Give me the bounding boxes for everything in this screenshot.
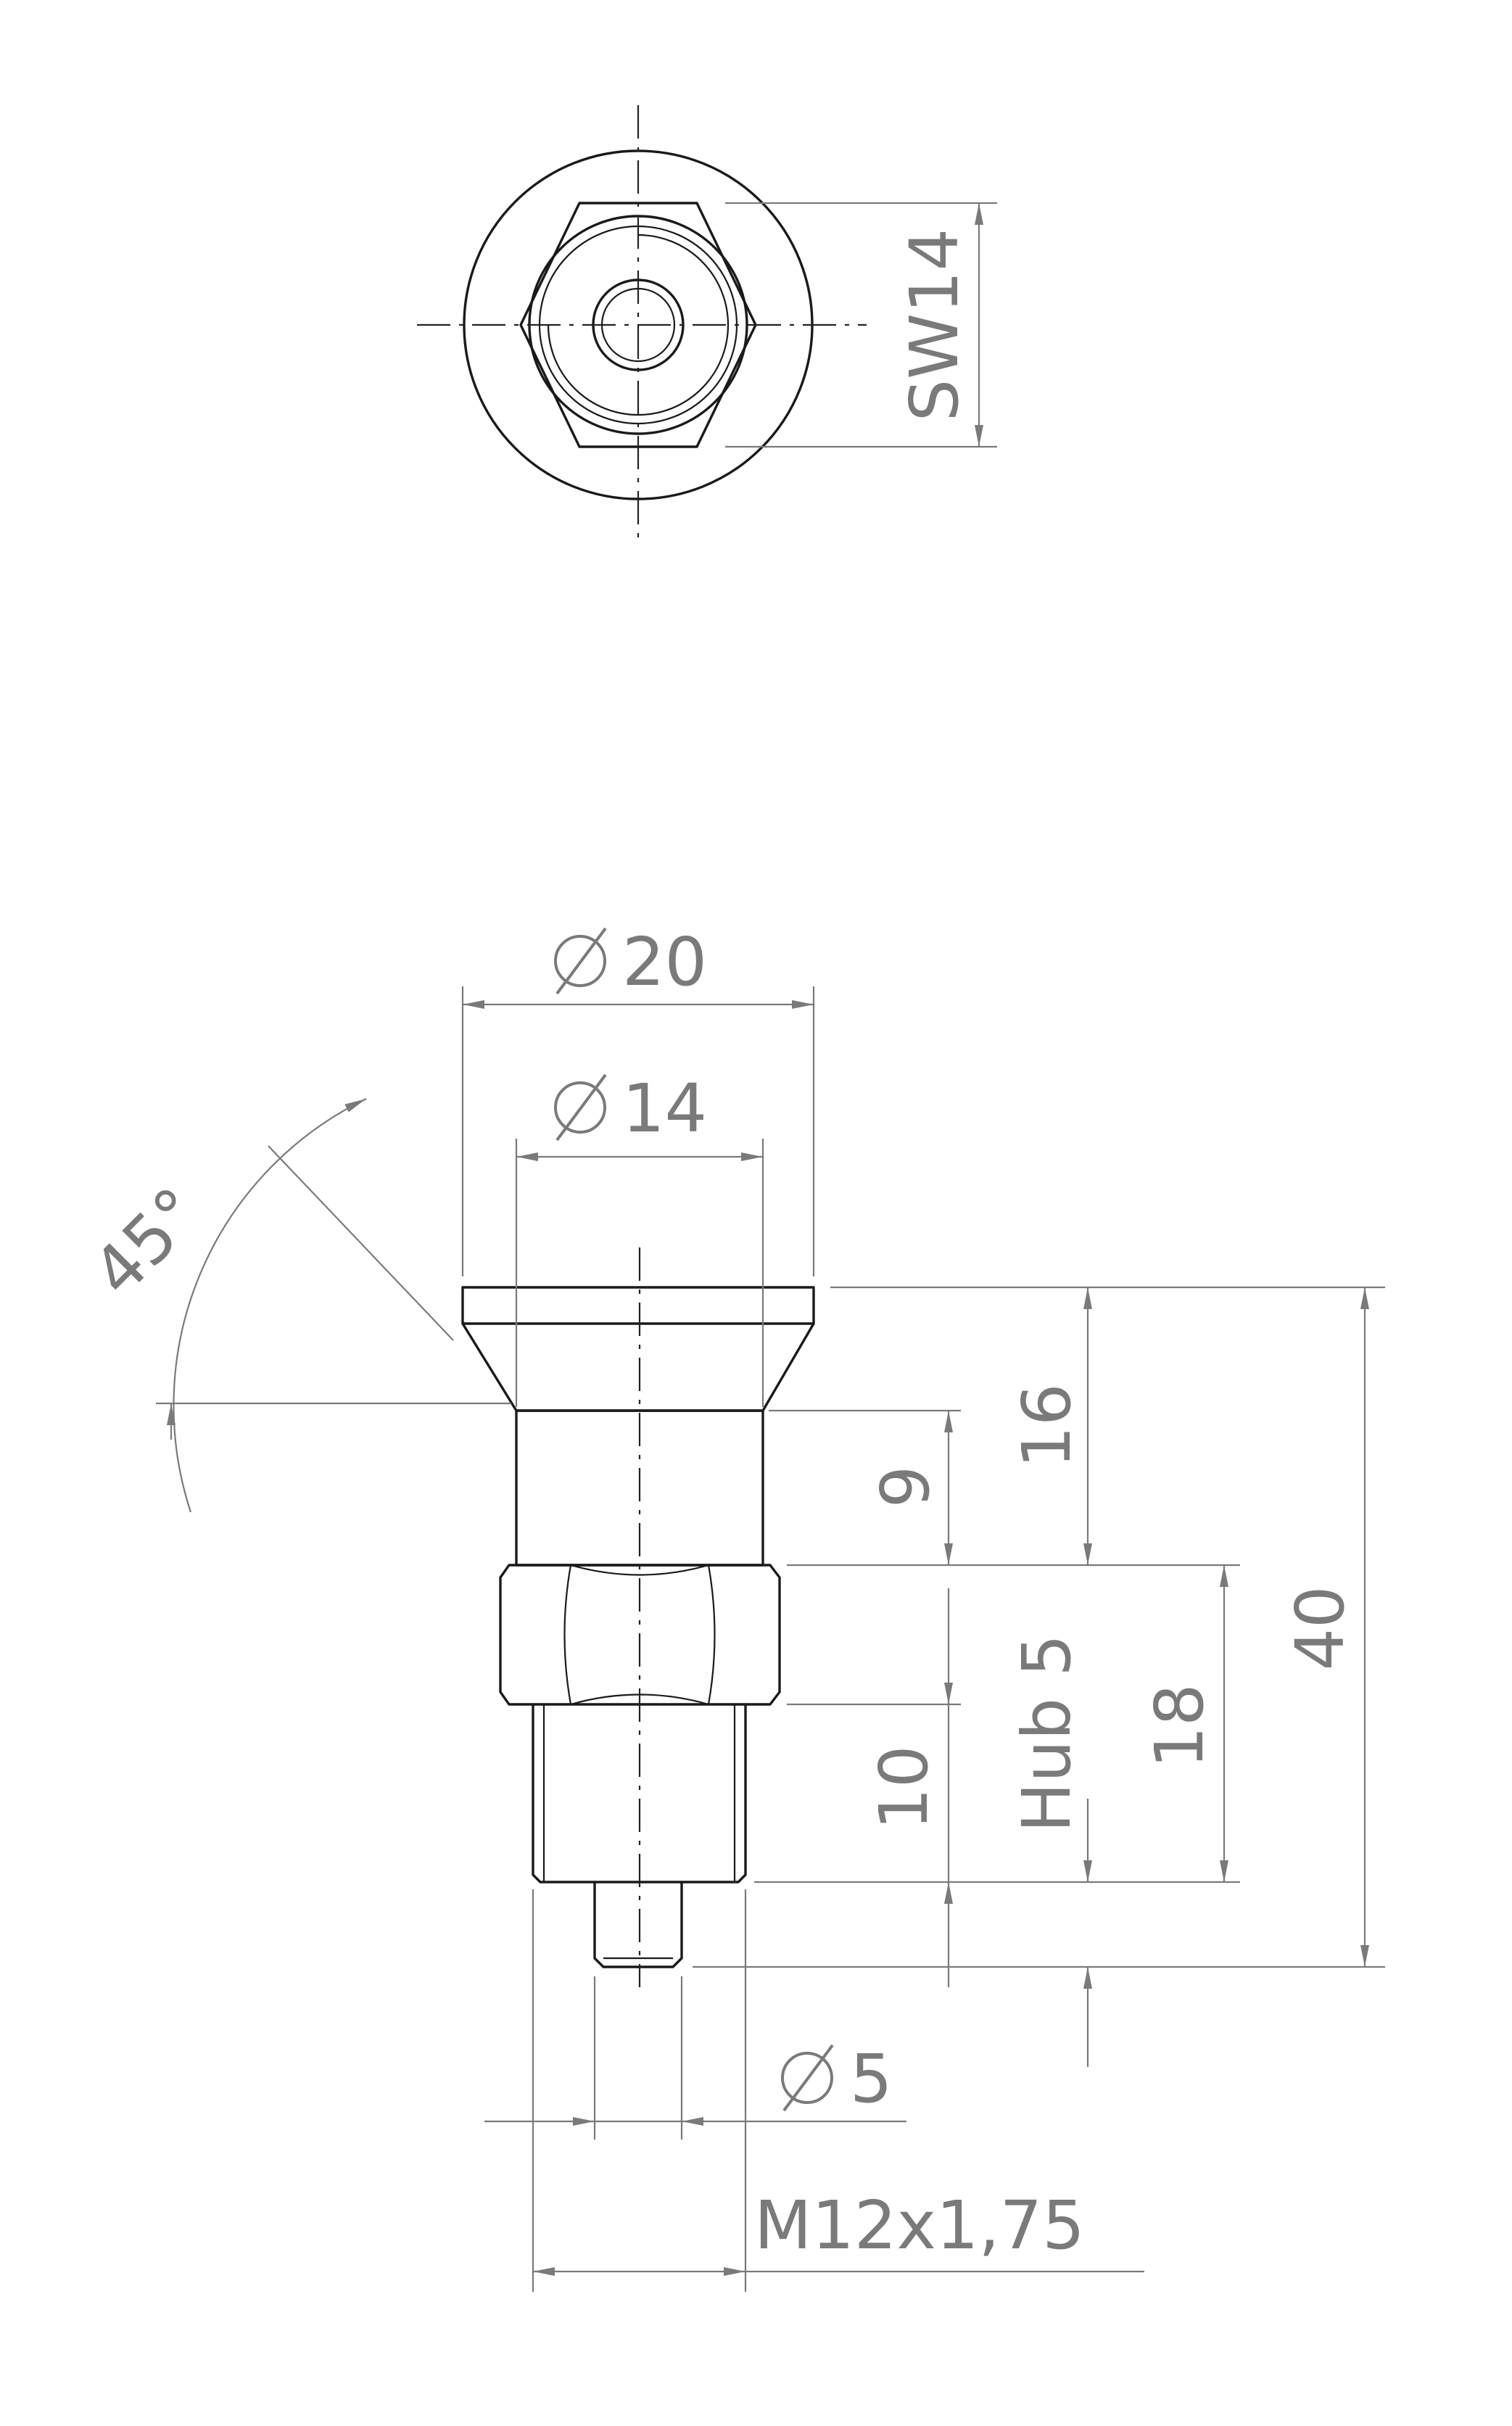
dia5-diameter-symbol bbox=[781, 2052, 833, 2104]
h16-label: 16 bbox=[1008, 1383, 1086, 1468]
h40-label: 40 bbox=[1281, 1585, 1359, 1670]
dia14-diameter-symbol bbox=[554, 1081, 606, 1134]
sw-label: SW14 bbox=[896, 228, 973, 421]
dia20-label: 20 bbox=[622, 923, 707, 1001]
hex-nut-outline bbox=[519, 202, 757, 448]
hub-label: Hub 5 bbox=[1008, 1634, 1086, 1833]
knob-profile bbox=[461, 1286, 815, 1412]
h10-label: 10 bbox=[865, 1745, 943, 1830]
dia20-diameter-slash bbox=[555, 927, 607, 995]
top-view: SW14 bbox=[417, 105, 997, 544]
dia14-diameter-slash bbox=[555, 1073, 607, 1142]
dia14-label: 14 bbox=[622, 1070, 707, 1147]
side-view: 20 14 45° 16 9 40 18 bbox=[78, 923, 1385, 2292]
thread-circle-inner-arc bbox=[547, 234, 730, 416]
dia5-label: 5 bbox=[850, 2040, 893, 2118]
dia5-diameter-slash bbox=[782, 2044, 834, 2112]
index-pin bbox=[593, 1881, 683, 1968]
hex-nut-face-left bbox=[563, 1564, 572, 1705]
thread-label: M12x1,75 bbox=[754, 2187, 1085, 2264]
h18-label: 18 bbox=[1141, 1683, 1218, 1768]
angle-arc bbox=[173, 1098, 367, 1513]
hex-nut-chamfer-top bbox=[570, 1564, 709, 1576]
hex-nut-face-right bbox=[707, 1564, 716, 1705]
h9-label: 9 bbox=[867, 1466, 944, 1509]
dia20-diameter-symbol bbox=[554, 935, 606, 987]
hex-nut-side bbox=[499, 1564, 781, 1706]
angle-ref-diagonal bbox=[268, 1145, 454, 1341]
angle-label: 45° bbox=[78, 1173, 216, 1311]
